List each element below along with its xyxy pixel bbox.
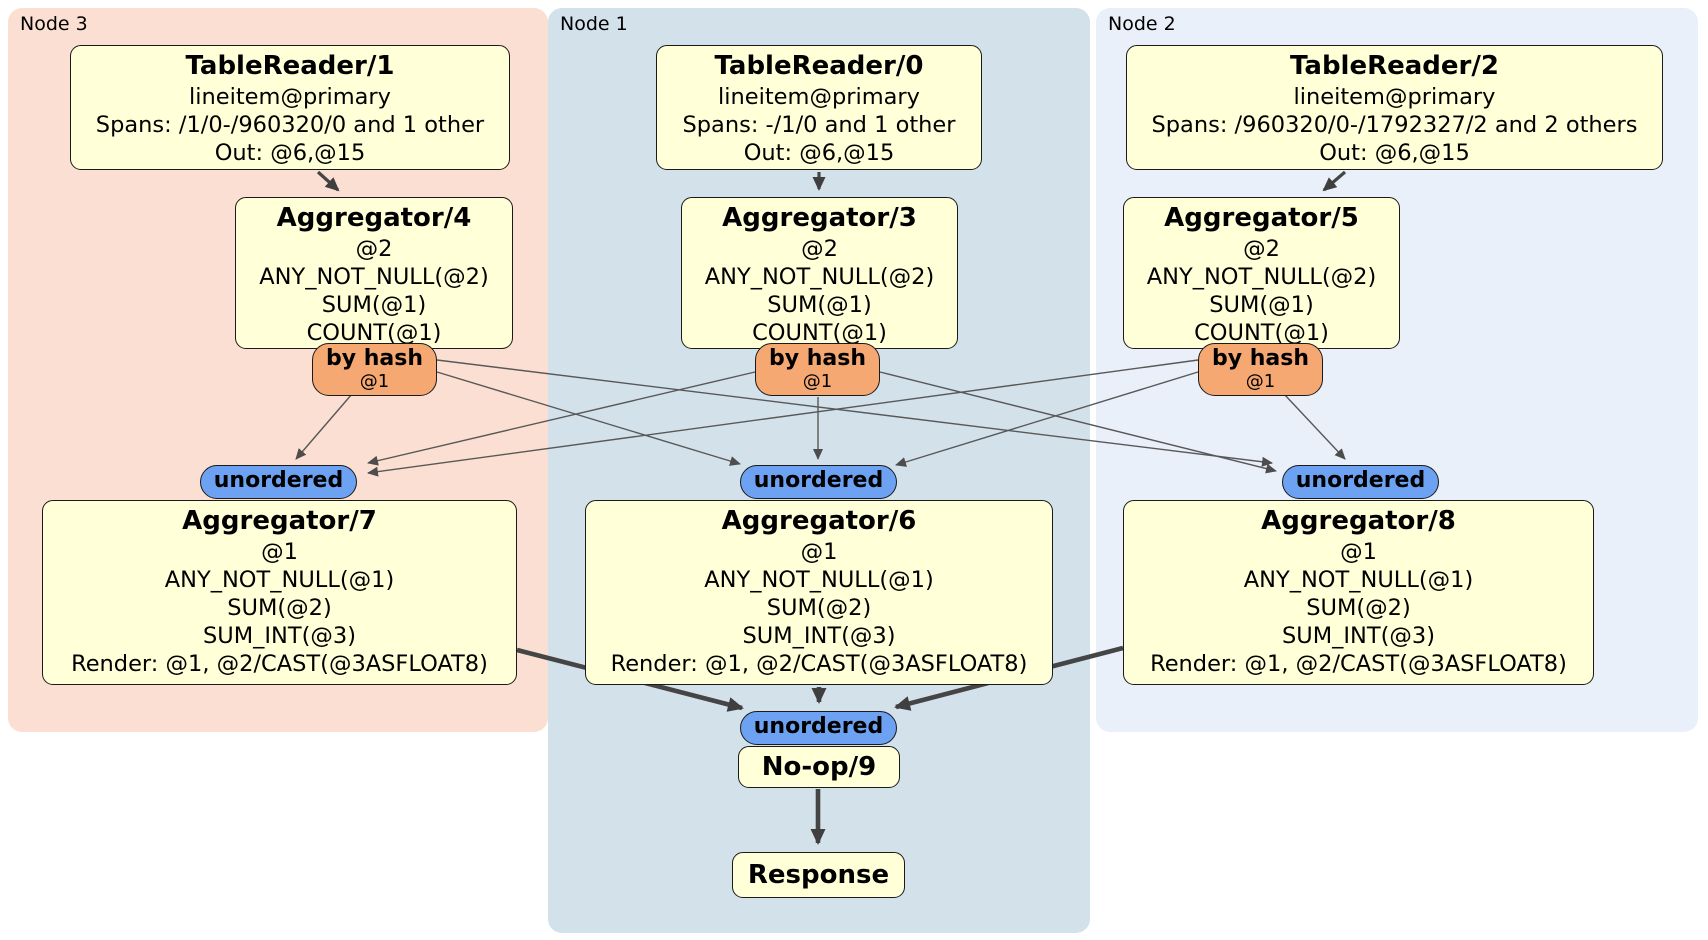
box-noop-9: No-op/9 <box>738 746 900 788</box>
box-line: SUM_INT(@3) <box>742 623 896 649</box>
router-key: @1 <box>359 371 390 392</box>
box-line: ANY_NOT_NULL(@2) <box>259 264 489 290</box>
box-line: @2 <box>801 236 838 262</box>
box-title: Aggregator/6 <box>721 506 917 536</box>
region-label-node-1: Node 1 <box>560 13 628 35</box>
box-line: @1 <box>261 539 298 565</box>
router-key: @1 <box>802 371 833 392</box>
box-line: Render: @1, @2/CAST(@3ASFLOAT8) <box>1150 651 1567 677</box>
box-line: SUM(@2) <box>1306 595 1411 621</box>
box-title: TableReader/1 <box>185 51 395 81</box>
sync-unordered-node3: unordered <box>200 465 357 499</box>
box-line: Out: @6,@15 <box>1319 140 1470 166</box>
box-title: Aggregator/8 <box>1261 506 1456 536</box>
edge-tr1-agg4 <box>316 170 340 192</box>
box-line: SUM_INT(@3) <box>203 623 356 649</box>
box-line: SUM_INT(@3) <box>1282 623 1435 649</box>
box-aggregator-7: Aggregator/7 @1 ANY_NOT_NULL(@1) SUM(@2)… <box>42 500 517 685</box>
router-by-hash-node3: by hash @1 <box>312 343 437 396</box>
edge-router2-sync3 <box>367 359 1199 477</box>
box-line: ANY_NOT_NULL(@1) <box>1243 567 1474 593</box>
box-line: @2 <box>355 236 393 262</box>
box-line: SUM(@1) <box>767 292 872 318</box>
sync-unordered-node1: unordered <box>740 465 897 499</box>
edge-router3-sync1 <box>436 371 741 466</box>
box-line: ANY_NOT_NULL(@1) <box>164 567 395 593</box>
edge-router1-sync2 <box>879 371 1277 474</box>
box-line: lineitem@primary <box>718 84 920 110</box>
box-line: COUNT(@1) <box>306 320 442 346</box>
edge-router2-sync2 <box>1283 393 1346 460</box>
box-line: @1 <box>1340 539 1377 565</box>
box-aggregator-4: Aggregator/4 @2 ANY_NOT_NULL(@2) SUM(@1)… <box>235 197 513 349</box>
box-line: ANY_NOT_NULL(@2) <box>704 264 935 290</box>
box-line: Spans: -/1/0 and 1 other <box>682 112 956 138</box>
box-tablereader-2: TableReader/2 lineitem@primary Spans: /9… <box>1126 45 1663 170</box>
box-title: TableReader/2 <box>1290 51 1499 81</box>
box-line: Render: @1, @2/CAST(@3ASFLOAT8) <box>71 651 488 677</box>
reader-edges <box>316 170 1347 192</box>
box-tablereader-1: TableReader/1 lineitem@primary Spans: /1… <box>70 45 510 170</box>
edge-router3-sync3 <box>295 393 353 460</box>
box-line: COUNT(@1) <box>1194 320 1329 346</box>
sync-unordered-node2: unordered <box>1282 465 1439 499</box>
box-title: Aggregator/7 <box>182 506 377 536</box>
box-aggregator-5: Aggregator/5 @2 ANY_NOT_NULL(@2) SUM(@1)… <box>1123 197 1400 349</box>
box-line: COUNT(@1) <box>752 320 887 346</box>
router-edges <box>295 359 1346 477</box>
region-label-node-2: Node 2 <box>1108 13 1176 35</box>
box-response: Response <box>732 852 905 898</box>
region-label-node-3: Node 3 <box>20 13 88 35</box>
box-line: @2 <box>1243 236 1280 262</box>
box-aggregator-3: Aggregator/3 @2 ANY_NOT_NULL(@2) SUM(@1)… <box>681 197 958 349</box>
box-title: Aggregator/3 <box>722 203 917 233</box>
box-line: SUM(@2) <box>766 595 872 621</box>
box-line: SUM(@1) <box>1209 292 1314 318</box>
box-tablereader-0: TableReader/0 lineitem@primary Spans: -/… <box>656 45 982 170</box>
box-title: Response <box>747 859 890 890</box>
edge-tr2-agg5 <box>1322 170 1347 192</box>
box-title: No-op/9 <box>761 751 877 782</box>
box-line: Spans: /960320/0-/1792327/2 and 2 others <box>1151 112 1638 138</box>
box-line: ANY_NOT_NULL(@1) <box>704 567 934 593</box>
box-line: @1 <box>800 539 838 565</box>
box-line: lineitem@primary <box>1293 84 1496 110</box>
box-line: Out: @6,@15 <box>214 140 366 166</box>
box-line: lineitem@primary <box>189 84 391 110</box>
router-key: @1 <box>1245 371 1276 392</box>
router-by-hash-node2: by hash @1 <box>1198 343 1323 396</box>
box-line: Out: @6,@15 <box>743 140 895 166</box>
box-line: Spans: /1/0-/960320/0 and 1 other <box>95 112 485 138</box>
box-aggregator-6: Aggregator/6 @1 ANY_NOT_NULL(@1) SUM(@2)… <box>585 500 1053 685</box>
router-label: by hash <box>768 346 866 371</box>
router-label: by hash <box>325 346 423 371</box>
box-line: SUM(@1) <box>321 292 427 318</box>
box-title: Aggregator/4 <box>276 203 472 233</box>
sync-unordered-final: unordered <box>740 711 897 745</box>
box-line: Render: @1, @2/CAST(@3ASFLOAT8) <box>610 651 1028 677</box>
edge-router2-sync1 <box>895 371 1199 467</box>
box-aggregator-8: Aggregator/8 @1 ANY_NOT_NULL(@1) SUM(@2)… <box>1123 500 1594 685</box>
box-title: TableReader/0 <box>714 51 924 81</box>
router-label: by hash <box>1211 346 1309 371</box>
box-line: ANY_NOT_NULL(@2) <box>1146 264 1377 290</box>
box-title: Aggregator/5 <box>1164 203 1359 233</box>
box-line: SUM(@2) <box>227 595 332 621</box>
router-by-hash-node1: by hash @1 <box>755 343 880 396</box>
edge-router3-sync2 <box>436 359 1273 467</box>
edge-router1-sync3 <box>367 371 756 466</box>
